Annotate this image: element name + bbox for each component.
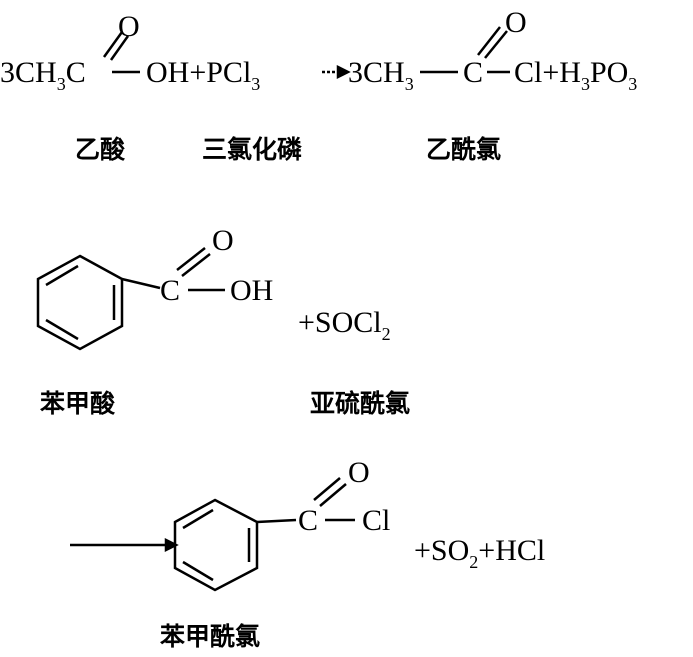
label-acetic-acid: 乙酸 <box>75 135 126 164</box>
hydroxyl-label: OH <box>230 274 273 307</box>
oxygen-label: O <box>212 224 234 257</box>
label-phosphorus-trichloride: 三氯化磷 <box>202 135 302 164</box>
oxygen-label: O <box>505 6 527 39</box>
double-bond-line2 <box>484 30 508 59</box>
carbon-label: C <box>298 504 318 537</box>
double-bond <box>102 31 124 58</box>
label-benzoic-acid: 苯甲酸 <box>39 389 116 418</box>
reaction-3: C O Cl +SO2+HCl 苯甲酰氯 <box>70 456 545 651</box>
double-bond <box>313 477 341 501</box>
double-bond <box>176 247 206 271</box>
benzene-ring <box>173 498 259 592</box>
ring-inner-bond <box>182 560 214 582</box>
label-benzoyl-chloride: 苯甲酰氯 <box>159 622 260 651</box>
reaction-2: C O OH +SOCl2 苯甲酸 亚硫酰氯 <box>36 224 410 418</box>
formula-acetic-acid: 3CH3C <box>0 56 86 94</box>
formula-acetyl-chloride: 3CH3 <box>348 56 414 94</box>
oxygen-label: O <box>118 10 140 43</box>
arrow-head-icon <box>336 64 351 80</box>
chlorine-label: Cl <box>362 504 390 537</box>
ring-inner-bond <box>182 508 214 530</box>
double-bond-line2 <box>181 253 211 277</box>
carbon-label: C <box>160 274 180 307</box>
formula-so2-hcl: +SO2+HCl <box>414 534 545 572</box>
carbon-label: C <box>463 56 483 89</box>
benzene-ring <box>36 254 124 351</box>
double-bond-line2 <box>319 483 347 507</box>
formula-oh-pcl3: OH+PCl3 <box>146 56 260 94</box>
oxygen-label: O <box>348 456 370 489</box>
label-acetyl-chloride: 乙酰氯 <box>426 135 501 164</box>
ring-inner-bond <box>45 264 79 287</box>
double-bond-line2 <box>109 35 130 61</box>
formula-socl2: +SOCl2 <box>298 306 391 344</box>
ring-inner-bond <box>45 318 79 341</box>
single-bond <box>121 277 161 290</box>
arrow-head-icon <box>164 537 179 553</box>
reaction-1: 3CH3C O OH+PCl3 3CH3 C O Cl+H3PO3 乙酸 三氯化… <box>0 6 637 164</box>
label-thionyl-chloride: 亚硫酰氯 <box>310 389 410 418</box>
single-bond <box>256 518 297 524</box>
double-bond <box>477 26 501 56</box>
formula-h3po3: Cl+H3PO3 <box>514 56 637 94</box>
